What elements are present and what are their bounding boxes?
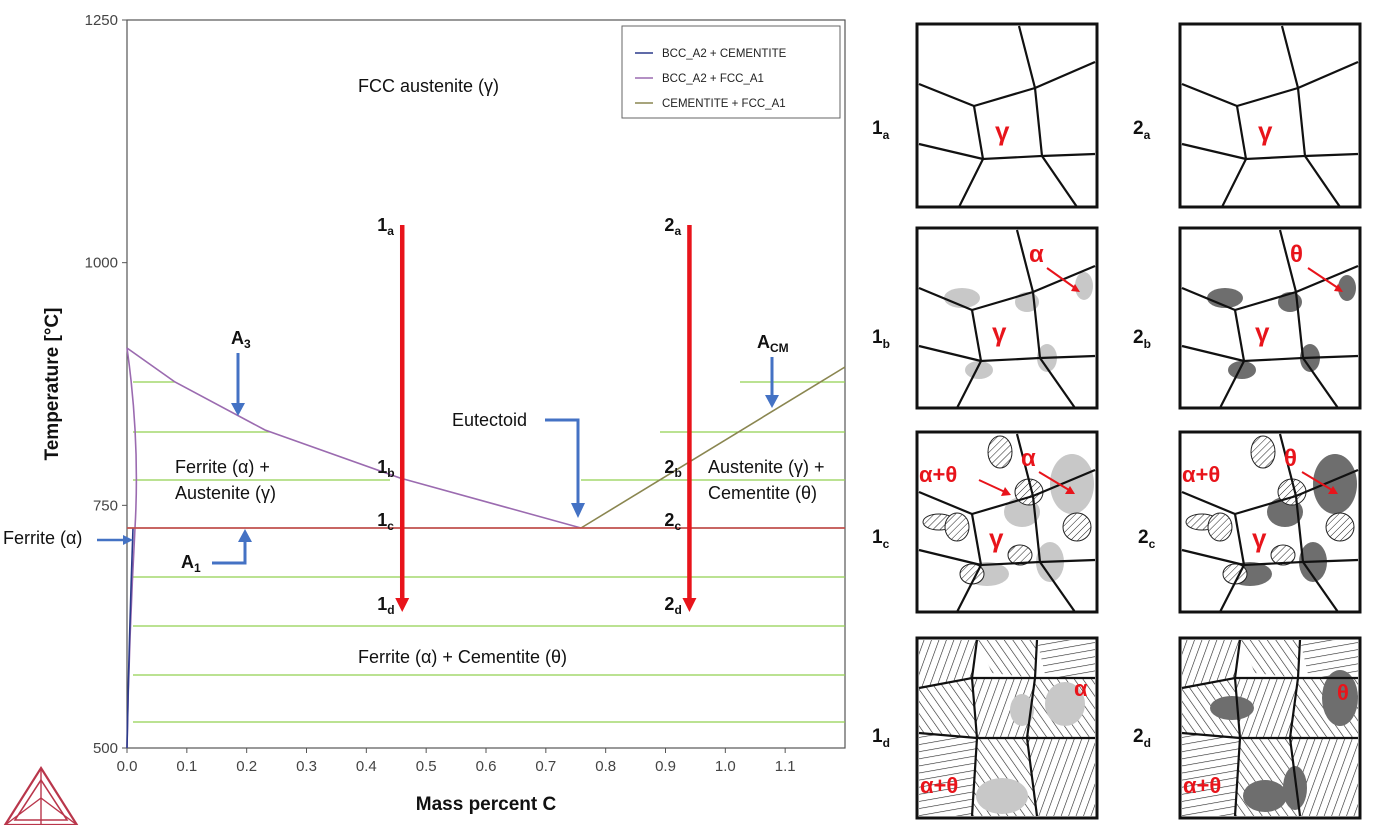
region-austenite-cementite-line1: Austenite (γ) +	[708, 457, 825, 477]
phase-alpha: α	[1029, 241, 1044, 268]
phase-gamma: γ	[989, 523, 1004, 553]
region-ferrite-cementite: Ferrite (α) + Cementite (θ)	[358, 647, 567, 667]
phase-theta: θ	[1284, 445, 1297, 472]
region-ferrite: Ferrite (α)	[3, 528, 82, 548]
a1-label: A1	[181, 552, 201, 575]
legend-label-3: CEMENTITE + FCC_A1	[662, 98, 786, 110]
eutectoid-pointer: Eutectoid	[452, 410, 585, 518]
a3-label: A3	[231, 328, 251, 351]
micrograph-2a: γ	[1178, 22, 1362, 209]
x-tick-label: 0.9	[655, 758, 676, 775]
micrograph-1a: γ	[915, 22, 1099, 209]
x-tick-label: 0.6	[476, 758, 497, 775]
eutectoid-label: Eutectoid	[452, 410, 527, 430]
micro-label-2b: 2b	[1133, 327, 1151, 351]
phase-theta: θ	[1337, 680, 1349, 705]
micrograph-2c: γ θ α+θ	[1178, 430, 1362, 614]
micro-label-2c: 2c	[1138, 527, 1156, 551]
x-tick-label: 0.7	[535, 758, 556, 775]
microstructures: 1a 1b 1c 1d 2a 2b 2c 2d γ	[872, 22, 1362, 820]
plot-frame	[126, 19, 846, 749]
y-tick-label: 750	[93, 497, 118, 514]
ferrite-cementite-edge	[126, 527, 134, 749]
micrograph-1d: α α+θ	[915, 636, 1099, 820]
phase-alpha-theta: α+θ	[1182, 462, 1220, 487]
micro-label-1b: 1b	[872, 327, 890, 351]
legend-label-2: BCC_A2 + FCC_A1	[662, 73, 764, 85]
phase-alpha: α	[1074, 676, 1088, 701]
a3-boundary	[126, 347, 582, 529]
legend-label-1: BCC_A2 + CEMENTITE	[662, 48, 787, 60]
software-logo	[3, 765, 79, 825]
x-tick-label: 1.0	[715, 758, 736, 775]
cooling-arrow-head	[682, 598, 697, 612]
micro-label-2a: 2a	[1133, 118, 1151, 142]
acm-pointer: ACM	[757, 332, 789, 408]
acm-boundary	[580, 366, 846, 529]
phase-alpha-theta: α+θ	[919, 462, 957, 487]
y-axis-ticks: 500 750 1000 1250	[85, 12, 127, 757]
x-tick-label: 0.5	[416, 758, 437, 775]
legend-box	[621, 25, 841, 119]
phase-diagram: 0.0 0.1 0.2 0.3 0.4 0.5 0.6 0.7 0.8 0.9 1.0 1.1 500…	[3, 12, 846, 825]
x-tick-label: 0.0	[117, 758, 138, 775]
y-axis-label: Temperature [°C]	[42, 308, 63, 461]
phase-gamma: γ	[1255, 317, 1270, 347]
micrograph-1c: γ α α+θ	[915, 430, 1099, 614]
micro-label-2d: 2d	[1133, 726, 1151, 750]
phase-gamma: γ	[1252, 523, 1267, 553]
micrograph-1b: γ α	[915, 226, 1099, 410]
legend: BCC_A2 + CEMENTITE BCC_A2 + FCC_A1 CEMEN…	[621, 25, 841, 119]
cooling-stage-label: 2d	[664, 594, 681, 617]
x-tick-label: 0.8	[595, 758, 616, 775]
x-tick-label: 0.4	[356, 758, 377, 775]
micro-label-1c: 1c	[872, 527, 890, 551]
y-tick-label: 500	[93, 740, 118, 757]
phase-alpha-theta: α+θ	[920, 773, 958, 798]
x-tick-label: 0.1	[176, 758, 197, 775]
x-tick-label: 0.3	[296, 758, 317, 775]
region-ferrite-austenite-line1: Ferrite (α) +	[175, 457, 270, 477]
cooling-stage-label: 2a	[664, 215, 681, 238]
region-austenite-cementite-line2: Cementite (θ)	[708, 483, 817, 503]
micro-label-1d: 1d	[872, 726, 890, 750]
cooling-stage-label: 1d	[377, 594, 394, 617]
micrograph-2b: γ θ	[1178, 226, 1362, 410]
tie-lines	[133, 381, 845, 723]
cooling-stage-label: 2c	[664, 510, 681, 533]
phase-gamma: γ	[992, 317, 1007, 347]
phase-theta: θ	[1290, 241, 1303, 268]
cooling-stage-label: 1a	[377, 215, 394, 238]
y-tick-label: 1250	[85, 12, 118, 29]
phase-alpha: α	[1021, 445, 1036, 472]
cooling-stage-label: 1b	[377, 457, 394, 480]
cooling-stage-label: 1c	[377, 510, 394, 533]
micro-label-1a: 1a	[872, 118, 890, 142]
y-tick-label: 1000	[85, 255, 118, 272]
a1-pointer: A1	[181, 529, 252, 575]
x-axis-label: Mass percent C	[416, 794, 557, 815]
cooling-paths: 1a 1b 1c 1d 2a 2b 2c 2d	[377, 215, 697, 617]
micrograph-2d: θ α+θ	[1178, 636, 1362, 820]
ferrite-pointer	[97, 535, 133, 545]
region-ferrite-austenite-line2: Austenite (γ)	[175, 483, 276, 503]
x-tick-label: 0.2	[236, 758, 257, 775]
acm-label: ACM	[757, 332, 789, 355]
phase-gamma: γ	[1258, 116, 1273, 146]
cooling-stage-label: 2b	[664, 457, 681, 480]
phase-gamma: γ	[995, 116, 1010, 146]
cooling-arrow-head	[395, 598, 410, 612]
a3-pointer: A3	[231, 328, 251, 416]
phase-alpha-theta: α+θ	[1183, 773, 1221, 798]
x-axis-ticks: 0.0 0.1 0.2 0.3 0.4 0.5 0.6 0.7 0.8 0.9 1.0 1.1	[117, 748, 796, 775]
region-austenite: FCC austenite (γ)	[358, 76, 499, 96]
x-tick-label: 1.1	[775, 758, 796, 775]
